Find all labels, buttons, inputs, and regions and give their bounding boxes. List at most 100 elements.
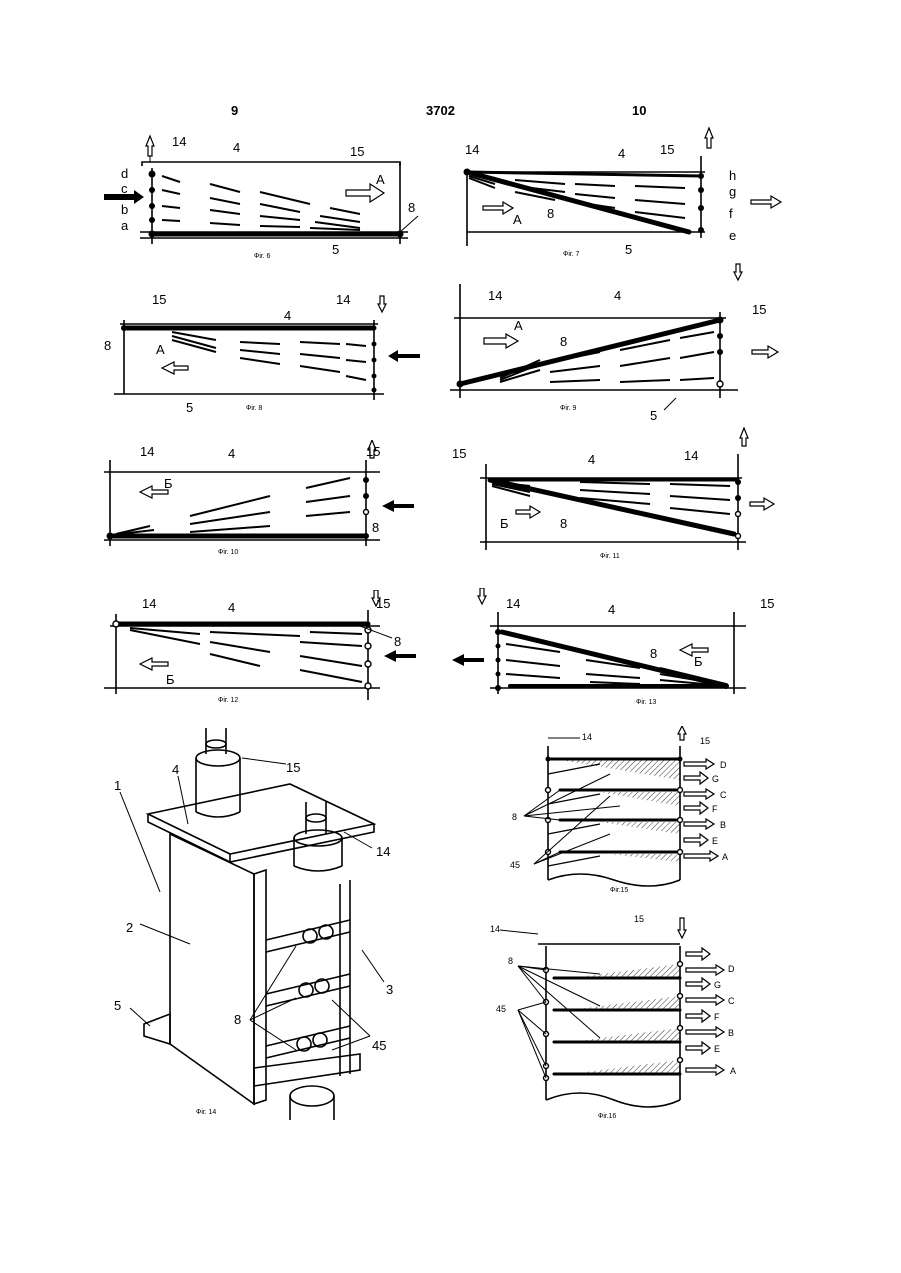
figure-16: 14 15 8 45 D G C F B E A Фіг.16	[490, 910, 760, 1124]
point-d: d	[121, 166, 128, 181]
figure-11: 15 4 14 Б 8 Фіг. 11	[450, 424, 780, 564]
figure-15: 14 15 8 45 D G C F B E A Фіг.15	[500, 726, 760, 896]
point-e: e	[729, 228, 736, 243]
label-15: 15	[634, 914, 644, 924]
label-5: 5	[650, 408, 657, 422]
caption: Фіг. 6	[254, 252, 270, 260]
label-14: 14	[142, 596, 156, 611]
point-h: h	[729, 168, 736, 183]
output-D: D	[728, 964, 735, 974]
point-c: c	[121, 181, 128, 196]
label-4: 4	[614, 288, 621, 303]
output-D: D	[720, 760, 727, 770]
figure-13: 14 4 15 8 Б Фіг. 13	[450, 588, 780, 712]
label-15: 15	[752, 302, 766, 317]
caption: Фіг. 9	[560, 404, 576, 412]
label-4: 4	[618, 146, 625, 161]
label-45: 45	[510, 860, 520, 870]
caption: Фіг. 12	[218, 696, 238, 704]
point-f: f	[729, 206, 733, 221]
output-E: E	[714, 1044, 720, 1054]
output-B: B	[720, 820, 726, 830]
label-15: 15	[152, 292, 166, 307]
caption: Фіг. 14	[196, 1108, 216, 1116]
label-4: 4	[228, 600, 235, 615]
label-8: 8	[104, 338, 111, 353]
label-4: 4	[228, 446, 235, 461]
label-5: 5	[332, 242, 339, 257]
label-14: 14	[582, 732, 592, 742]
label-1: 1	[114, 778, 121, 793]
output-F: F	[714, 1012, 720, 1022]
label-5: 5	[625, 242, 632, 257]
label-8: 8	[372, 520, 379, 535]
blade-8	[490, 480, 734, 534]
label-A: A	[156, 342, 165, 357]
output-A: A	[722, 852, 728, 862]
label-14: 14	[490, 924, 500, 934]
label-8: 8	[560, 516, 567, 531]
label-4: 4	[608, 602, 615, 617]
caption: Фіг. 11	[600, 552, 620, 560]
label-14: 14	[140, 444, 154, 459]
label-3: 3	[386, 982, 393, 997]
label-15: 15	[700, 736, 710, 746]
label-2: 2	[126, 920, 133, 935]
patent-number: 3702	[426, 103, 455, 118]
label-8: 8	[650, 646, 657, 661]
label-15: 15	[350, 144, 364, 159]
label-45: 45	[496, 1004, 506, 1014]
label-A: A	[376, 172, 385, 187]
label-8: 8	[512, 812, 517, 822]
label-14: 14	[336, 292, 350, 307]
label-15: 15	[452, 446, 466, 461]
figure-9: 14 4 15 A 8 5 Фіг. 9	[450, 262, 780, 422]
label-14: 14	[376, 844, 390, 859]
caption: Фіг.16	[598, 1112, 616, 1120]
point-g: g	[729, 184, 736, 199]
label-5: 5	[114, 998, 121, 1013]
label-4: 4	[233, 140, 240, 155]
figure-10: 14 4 15 Б 8 Фіг. 10	[100, 440, 420, 570]
label-4: 4	[588, 452, 595, 467]
point-a: a	[121, 218, 129, 233]
label-B: Б	[694, 654, 703, 669]
label-B: Б	[500, 516, 509, 531]
page-number-right: 10	[632, 103, 646, 118]
label-A: A	[513, 212, 522, 227]
label-4: 4	[172, 762, 179, 777]
caption: Фіг. 10	[218, 548, 238, 556]
figure-6: 14 4 15 A 8 5 d c b a Фіг. 6	[100, 126, 420, 266]
label-8: 8	[560, 334, 567, 349]
caption: Фіг. 7	[563, 250, 579, 258]
figure-8: 15 4 14 8 A 5 Фіг. 8	[100, 290, 420, 420]
label-8: 8	[408, 200, 415, 215]
output-F: F	[712, 804, 718, 814]
figure-14: 15 4 1 14 2 8 3 5 45 Фіг. 14	[100, 724, 440, 1124]
point-b: b	[121, 202, 128, 217]
label-A: A	[514, 318, 523, 333]
label-15: 15	[286, 760, 300, 775]
blade-8	[460, 320, 720, 384]
label-14: 14	[488, 288, 502, 303]
label-8: 8	[547, 206, 554, 221]
label-14: 14	[465, 142, 479, 157]
label-8: 8	[234, 1012, 241, 1027]
label-15: 15	[376, 596, 390, 611]
label-15: 15	[760, 596, 774, 611]
label-15: 15	[366, 444, 380, 459]
label-B: Б	[166, 672, 175, 687]
label-45: 45	[372, 1038, 386, 1053]
label-4: 4	[284, 308, 291, 323]
label-B: Б	[164, 476, 173, 491]
caption: Фіг. 13	[636, 698, 656, 706]
output-C: C	[720, 790, 727, 800]
label-5: 5	[186, 400, 193, 415]
blade-8	[502, 632, 726, 686]
output-C: C	[728, 996, 735, 1006]
label-14: 14	[172, 134, 186, 149]
figure-12: 14 4 15 8 Б Фіг. 12	[100, 590, 420, 710]
output-B: B	[728, 1028, 734, 1038]
output-G: G	[712, 774, 719, 784]
label-8: 8	[394, 634, 401, 649]
